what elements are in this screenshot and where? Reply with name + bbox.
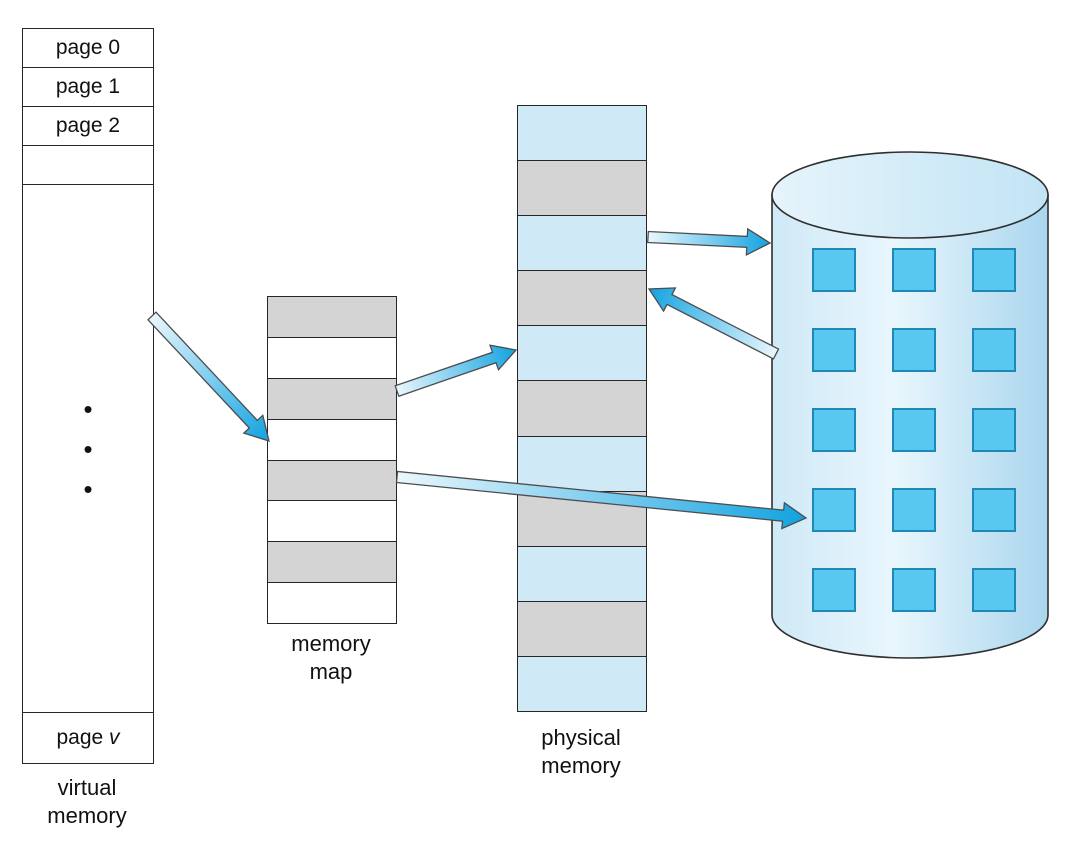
memory-map-cell (268, 582, 396, 623)
disk-block (812, 568, 856, 612)
virtual-page-cell: page 2 (23, 107, 153, 146)
disk-block (972, 328, 1016, 372)
disk-block (812, 248, 856, 292)
physical-memory-column (517, 105, 647, 712)
disk-block (812, 488, 856, 532)
memory-map-cell (268, 377, 396, 419)
disk-block (892, 408, 936, 452)
disk-block (892, 328, 936, 372)
virtual-page-cell: page 0 (23, 29, 153, 68)
disk-block (972, 408, 1016, 452)
cylinder-top (771, 151, 1049, 239)
arrow-map-to-physical (394, 344, 518, 398)
virtual-page-cell-last: page v (23, 712, 153, 763)
disk-block (892, 248, 936, 292)
virtual-memory-column: page 0 page 1 page 2 • • • page v (22, 28, 154, 764)
physical-memory-cell (518, 380, 646, 436)
memory-map-cell (268, 418, 396, 460)
memory-map-cell (268, 541, 396, 583)
disk-block (892, 488, 936, 532)
arrow-virtual-to-map (147, 311, 270, 442)
arrow-disk-to-physical (647, 287, 780, 360)
physical-memory-label: physical memory (541, 725, 621, 779)
physical-memory-cell (518, 600, 646, 656)
physical-memory-cell (518, 655, 646, 712)
memory-map-cell (268, 336, 396, 378)
memory-map-label: memory map (291, 631, 371, 685)
virtual-page-cell-empty (23, 146, 153, 185)
physical-memory-cell (518, 160, 646, 216)
last-page-text: page v (56, 726, 119, 750)
virtual-memory-gap: • • • (23, 185, 153, 712)
disk-block (892, 568, 936, 612)
physical-memory-cell (518, 435, 646, 491)
disk-block (972, 568, 1016, 612)
disk-block (812, 408, 856, 452)
memory-map-cell (268, 297, 396, 337)
physical-memory-cell (518, 490, 646, 546)
disk-block (972, 488, 1016, 532)
virtual-memory-label: virtual memory (47, 775, 127, 829)
memory-map-cell (268, 500, 396, 542)
physical-memory-cell (518, 215, 646, 271)
physical-memory-cell (518, 325, 646, 381)
disk-cylinder (770, 150, 1050, 660)
memory-map-cell (268, 459, 396, 501)
arrow-physical-to-disk (647, 227, 772, 256)
physical-memory-cell (518, 106, 646, 161)
memory-map-column (267, 296, 397, 624)
ellipsis-dots: • • • (83, 393, 93, 504)
physical-memory-cell (518, 270, 646, 326)
disk-block (812, 328, 856, 372)
last-page-variable: v (109, 726, 120, 749)
virtual-page-cell: page 1 (23, 68, 153, 107)
last-page-prefix: page (56, 726, 110, 749)
physical-memory-cell (518, 545, 646, 601)
disk-block (972, 248, 1016, 292)
